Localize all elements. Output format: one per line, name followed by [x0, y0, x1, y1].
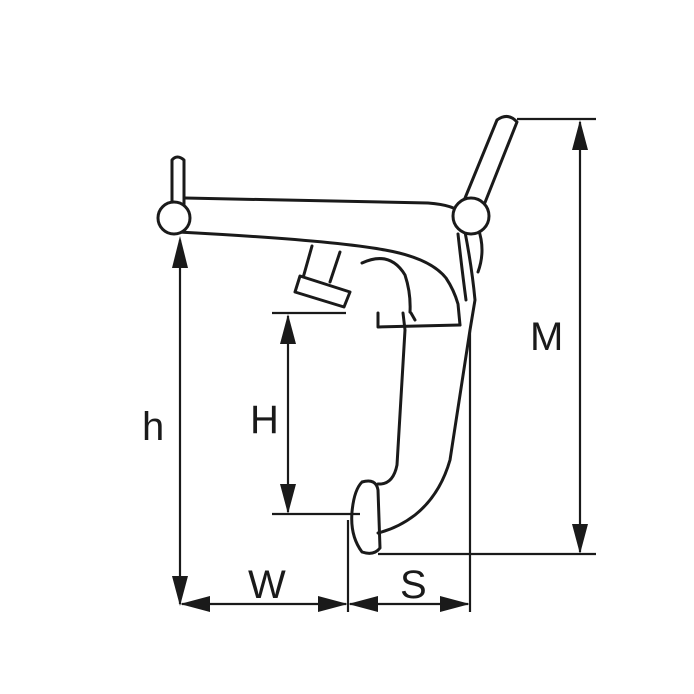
dimension-H: H	[250, 314, 296, 514]
handle-tab	[170, 155, 186, 207]
clamp-body	[156, 115, 519, 555]
bracket	[376, 311, 462, 329]
dim-M-arrow-bottom	[572, 524, 588, 554]
dim-S-label: S	[400, 563, 427, 607]
foot-pad	[350, 479, 382, 555]
dimension-W: W	[180, 563, 348, 612]
jaw-neck	[301, 244, 342, 284]
extension-lines	[272, 117, 596, 612]
dim-S-arrow-right	[440, 596, 470, 612]
dim-H-label: H	[250, 398, 279, 442]
arm-bend	[360, 257, 412, 314]
dim-h-label: h	[142, 405, 164, 449]
right-pivot	[451, 196, 491, 236]
dim-M-label: M	[530, 315, 563, 359]
dimension-h: h	[142, 236, 188, 606]
dim-H-arrow-bottom	[280, 484, 296, 514]
dimension-M: M	[530, 120, 588, 554]
dim-h-arrow-top	[172, 236, 188, 268]
dim-W-arrow-right	[318, 596, 348, 612]
lower-link	[376, 230, 477, 535]
arm-lower-edge	[176, 230, 462, 327]
spindle	[376, 311, 417, 486]
lower-link-inner	[456, 232, 468, 302]
dim-M-arrow-top	[572, 120, 588, 150]
dim-h-arrow-bottom	[172, 576, 188, 606]
dim-S-arrow-left	[348, 596, 378, 612]
left-pivot	[156, 200, 192, 236]
dim-W-arrow-left	[180, 596, 210, 612]
dimension-S: S	[348, 563, 470, 612]
lever-lower	[476, 226, 484, 274]
arm-upper-edge	[183, 196, 464, 216]
lever-handle	[461, 115, 519, 207]
dim-W-label: W	[248, 563, 286, 607]
jaw-pad	[293, 274, 352, 309]
dim-H-arrow-top	[280, 314, 296, 344]
